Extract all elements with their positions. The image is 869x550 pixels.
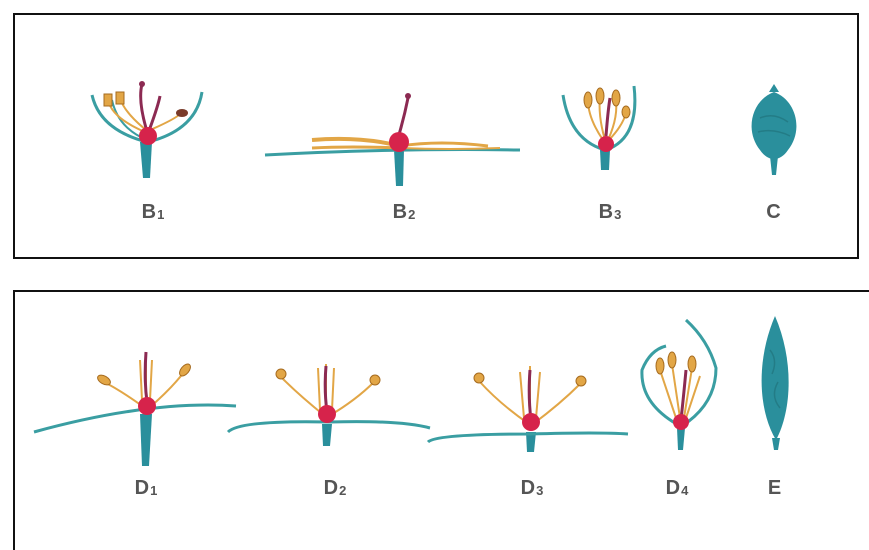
flower-b2-illustration [265,93,520,186]
stem [600,150,610,170]
stem [140,142,152,178]
fruit-stalk [772,438,780,450]
stamen-right [329,382,374,416]
fruit-e-illustration [762,316,789,450]
fruit-c-illustration [752,84,797,175]
flower-d3-illustration [428,366,628,452]
stem [677,428,685,450]
style [529,370,531,420]
label-e: E [768,478,782,501]
flower-b3-illustration [563,86,635,170]
stamen-right [533,384,580,424]
anther [656,358,664,374]
style-left [141,84,146,128]
anther [576,376,586,386]
style [606,98,610,136]
style [398,98,408,138]
receptacle [138,397,156,415]
stem [322,424,332,446]
anther [596,88,604,104]
stigma [405,93,411,99]
anther [612,90,620,106]
label-d3: D3 [521,478,544,501]
stem [394,150,404,186]
anther [176,109,188,117]
anther [622,106,630,118]
anther [116,92,124,104]
anther [177,362,192,378]
anther [668,352,676,368]
label-c: C [766,202,781,225]
fruit-stalk [770,156,778,175]
label-d2: D2 [324,478,347,501]
label-b1: B1 [142,202,165,225]
style-right [150,96,160,128]
receptacle [389,132,409,152]
sepal-line [265,150,520,155]
fruit-tip [769,84,779,92]
anther [584,92,592,108]
receptacle [673,414,689,430]
flower-d2-illustration [228,364,430,446]
flower-b1-illustration [92,81,202,178]
label-b2: B2 [393,202,416,225]
label-d4: D4 [666,478,689,501]
flower-diagram [0,0,869,533]
flower-d1-illustration [34,352,236,466]
anther [474,373,484,383]
sepal-line [34,405,236,432]
anther [276,369,286,379]
receptacle [139,127,157,145]
stamen-right-2 [400,148,500,149]
receptacle [318,405,336,423]
label-b3: B3 [599,202,622,225]
receptacle [598,136,614,152]
receptacle [522,413,540,431]
label-d1: D1 [135,478,158,501]
anther [688,356,696,372]
stamen-left [312,139,400,146]
fruit-body [762,316,789,440]
stamens [660,364,700,418]
stamen-right [400,143,488,146]
stamen-left-2 [312,147,400,148]
flower-d4-illustration [642,320,716,450]
stem [140,414,152,466]
fruit-body [752,92,797,159]
anther [370,375,380,385]
stigma [139,81,145,87]
anther [104,94,112,106]
